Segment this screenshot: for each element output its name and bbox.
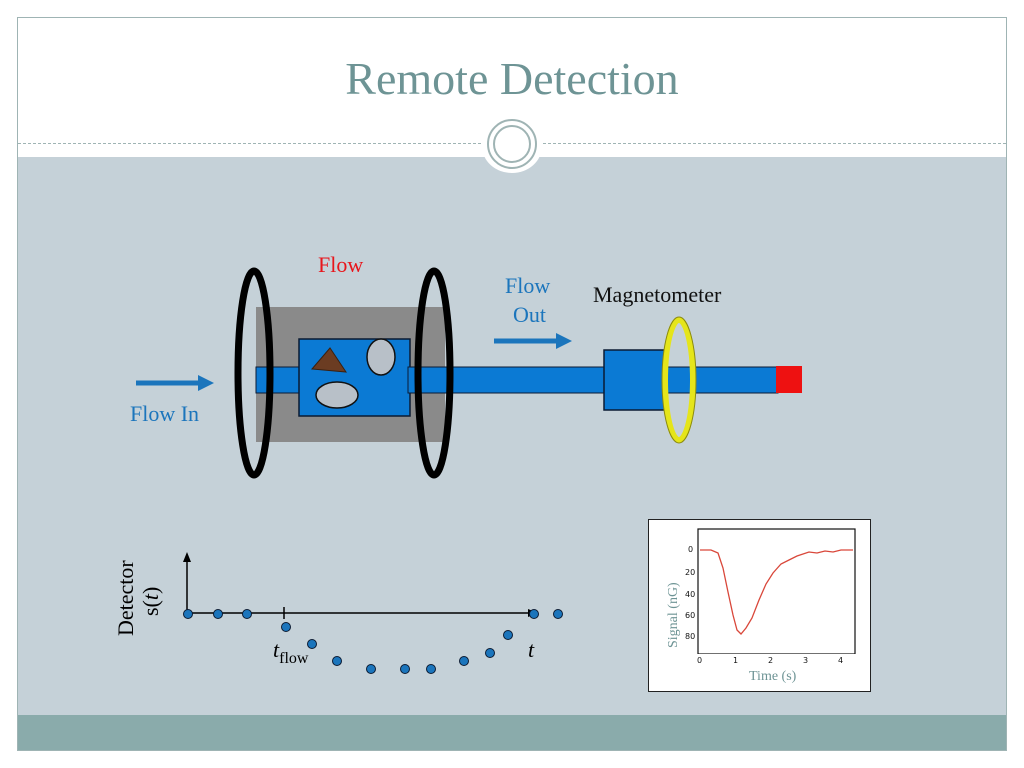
detector-ylabel-line1: Detector bbox=[113, 560, 138, 636]
detector-dot bbox=[213, 609, 223, 619]
flow-in-label: Flow In bbox=[130, 401, 199, 426]
signal-ylabel: Signal (nG) bbox=[666, 582, 681, 648]
detector-dots bbox=[183, 609, 563, 674]
flow-top-label: Flow bbox=[318, 252, 363, 277]
signal-inset-card: 0 20 40 60 80 0 1 2 3 4 Signal (nG) Time… bbox=[648, 519, 871, 692]
signal-xtick-strip bbox=[679, 654, 859, 666]
particle-ellipse-bottom bbox=[315, 381, 359, 409]
detector-dot bbox=[459, 656, 469, 666]
detector-dot bbox=[242, 609, 252, 619]
signal-inset-chart: 0 20 40 60 80 0 1 2 3 4 Signal (nG) Time… bbox=[661, 528, 859, 684]
detector-dot bbox=[485, 648, 495, 658]
detector-dot bbox=[503, 630, 513, 640]
signal-xtick: 4 bbox=[838, 656, 843, 665]
circle-ornament-icon bbox=[482, 119, 542, 173]
flow-in-arrowhead-icon bbox=[198, 375, 214, 391]
magnetometer-ring bbox=[662, 317, 696, 443]
pipe-end bbox=[662, 366, 779, 394]
signal-ytick: 60 bbox=[685, 611, 695, 620]
detector-dot bbox=[183, 609, 193, 619]
flow-out-arrowhead-icon bbox=[556, 333, 572, 349]
detector-dot bbox=[553, 609, 563, 619]
signal-plot-frame bbox=[697, 528, 856, 655]
particle-triangle bbox=[310, 347, 347, 373]
signal-ytick: 20 bbox=[685, 568, 695, 577]
detector-dot bbox=[307, 639, 317, 649]
detector-dot bbox=[529, 609, 539, 619]
magnetometer-label: Magnetometer bbox=[593, 282, 722, 307]
signal-ylabel-bg bbox=[661, 530, 681, 654]
detector-volume bbox=[603, 349, 666, 411]
signal-curve bbox=[700, 549, 853, 635]
detector-dot bbox=[281, 622, 291, 632]
signal-ytick: 40 bbox=[685, 590, 695, 599]
signal-ytick: 80 bbox=[685, 632, 695, 641]
detector-dot bbox=[366, 664, 376, 674]
detector-ylabel-line2: s(t) bbox=[138, 587, 163, 616]
signal-xtick: 0 bbox=[697, 656, 702, 665]
signal-xlabel: Time (s) bbox=[749, 669, 797, 684]
flow-out-label-line1: Flow bbox=[505, 273, 550, 298]
end-cap bbox=[776, 366, 802, 393]
footer-band bbox=[18, 715, 1006, 750]
plot-y-arrowhead-icon bbox=[183, 552, 191, 562]
pipe-outlet bbox=[407, 366, 607, 394]
signal-ytick: 0 bbox=[688, 545, 693, 554]
tflow-label: tflow bbox=[273, 637, 309, 667]
slide-title: Remote Detection bbox=[345, 53, 679, 104]
particle-ellipse-top bbox=[366, 338, 396, 376]
pipe-inlet bbox=[255, 366, 302, 394]
signal-xtick: 2 bbox=[768, 656, 773, 665]
slide-frame bbox=[17, 17, 1007, 751]
signal-xtick: 1 bbox=[733, 656, 738, 665]
signal-xtick: 3 bbox=[803, 656, 808, 665]
t-axis-label: t bbox=[528, 637, 535, 662]
magnetometer-ring-outline bbox=[661, 316, 697, 444]
detector-dot bbox=[426, 664, 436, 674]
detector-dot bbox=[332, 656, 342, 666]
coil-left bbox=[234, 267, 274, 479]
coil-right bbox=[414, 267, 454, 479]
flow-out-label-line2: Out bbox=[513, 302, 546, 327]
detector-dot bbox=[400, 664, 410, 674]
